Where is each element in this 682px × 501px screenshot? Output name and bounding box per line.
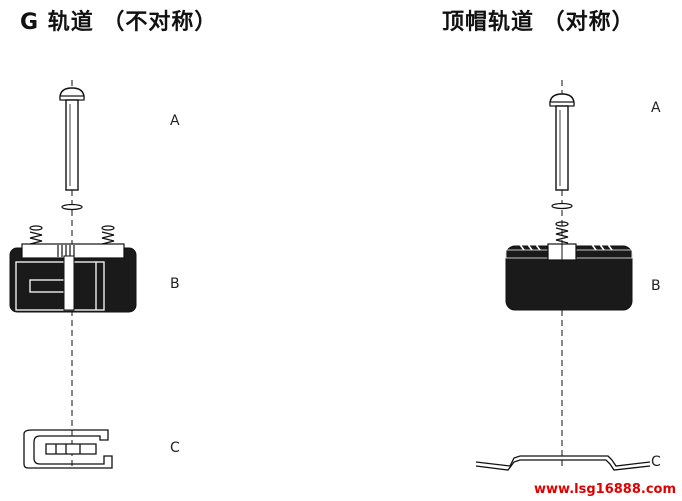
left-label-c: C [170,440,180,456]
left-screw [59,87,85,191]
left-washer [61,203,83,211]
right-label-c: C [651,454,661,470]
g-rail-title: G 轨道 （不对称） [20,10,218,35]
left-label-a: A [170,113,180,129]
right-assembly [475,80,651,471]
right-label-a: A [651,100,661,116]
left-g-rail [23,429,113,469]
top-hat-rail-title: 顶帽轨道 （对称） [442,10,635,35]
right-label-b: B [651,278,661,294]
right-module [505,221,633,311]
left-module [9,225,137,313]
right-washer [551,202,573,210]
watermark-url: www.lsg16888.com [534,482,676,497]
left-assembly [9,80,137,470]
left-label-b: B [170,276,180,292]
right-screw [549,93,575,191]
right-top-hat-rail [475,455,651,471]
